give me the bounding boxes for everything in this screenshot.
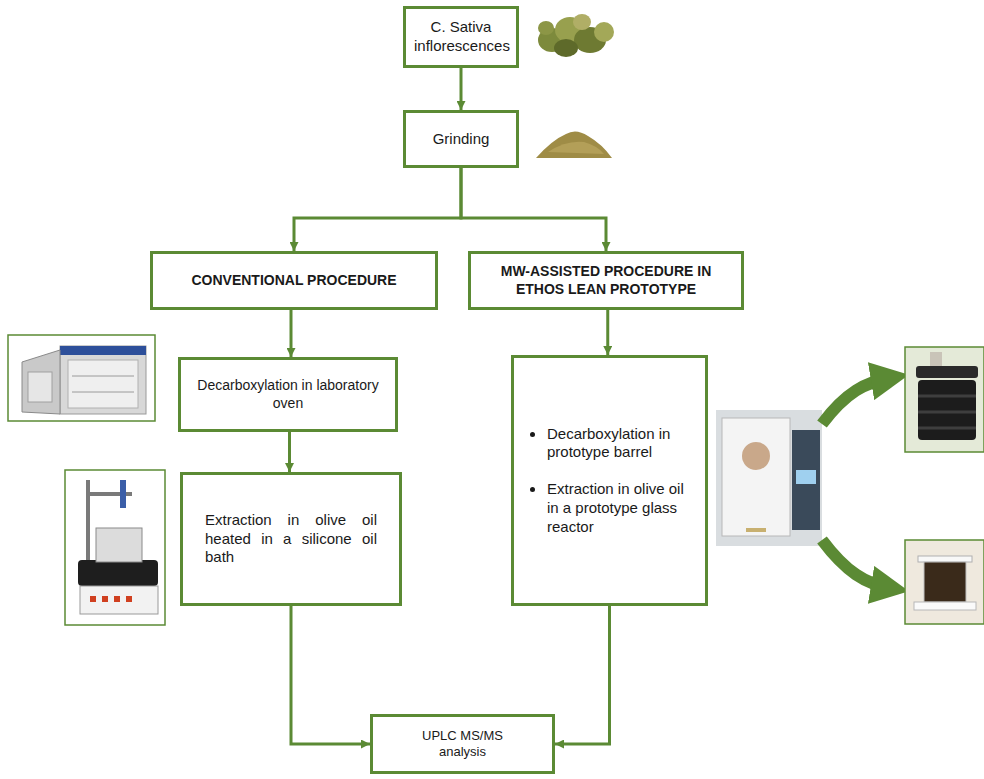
reactor-picture bbox=[905, 540, 984, 624]
procedure-header: CONVENTIONAL PROCEDURE bbox=[150, 251, 438, 310]
flow-arrow bbox=[460, 68, 463, 110]
bullet-dot bbox=[530, 432, 535, 437]
procedure-header: MW-ASSISTED PROCEDURE IN ETHOS LEAN PROT… bbox=[468, 251, 744, 310]
box-text: Grinding bbox=[414, 130, 508, 149]
bullet-item: Decarboxylation in prototype barrel bbox=[528, 425, 691, 463]
barrel-picture bbox=[905, 347, 984, 452]
flow-arrow bbox=[606, 310, 609, 355]
pointer-arrow bbox=[822, 378, 890, 424]
powder-picture bbox=[536, 131, 612, 158]
analysis-box: UPLC MS/MS analysis bbox=[370, 714, 555, 774]
oven-picture bbox=[8, 335, 155, 421]
box-text: UPLC MS/MS analysis bbox=[413, 728, 512, 761]
box-text: Decarboxylation in laboratory oven bbox=[193, 377, 383, 412]
hotplate-picture bbox=[65, 470, 165, 625]
microwave-picture bbox=[716, 410, 822, 546]
process-box: Grinding bbox=[403, 110, 519, 168]
box-text: Extraction in olive oil in a prototype g… bbox=[547, 480, 691, 536]
source-box: C. Sativa inflorescences bbox=[403, 6, 519, 68]
box-text: MW-ASSISTED PROCEDURE IN ETHOS LEAN PROT… bbox=[481, 263, 731, 298]
box-text: Decarboxylation in prototype barrel bbox=[547, 425, 691, 463]
box-text: Extraction in olive oil heated in a sili… bbox=[205, 511, 377, 567]
flow-arrow bbox=[555, 606, 610, 744]
bullet-dot bbox=[530, 487, 535, 492]
flow-arrow bbox=[294, 168, 461, 251]
buds-picture bbox=[538, 14, 614, 57]
bullet-item: Extraction in olive oil in a prototype g… bbox=[528, 480, 691, 536]
pointer-arrow bbox=[822, 540, 890, 588]
box-text: C. Sativa inflorescences bbox=[414, 18, 508, 56]
box-text: CONVENTIONAL PROCEDURE bbox=[163, 272, 425, 290]
process-box: Extraction in olive oil heated in a sili… bbox=[180, 472, 402, 606]
flow-arrow bbox=[290, 310, 293, 357]
flow-arrow bbox=[288, 432, 291, 472]
flow-arrow bbox=[461, 168, 606, 251]
process-box: Decarboxylation in laboratory oven bbox=[178, 357, 398, 432]
process-box: Decarboxylation in prototype barrelExtra… bbox=[511, 355, 708, 606]
flow-arrow bbox=[291, 606, 370, 744]
